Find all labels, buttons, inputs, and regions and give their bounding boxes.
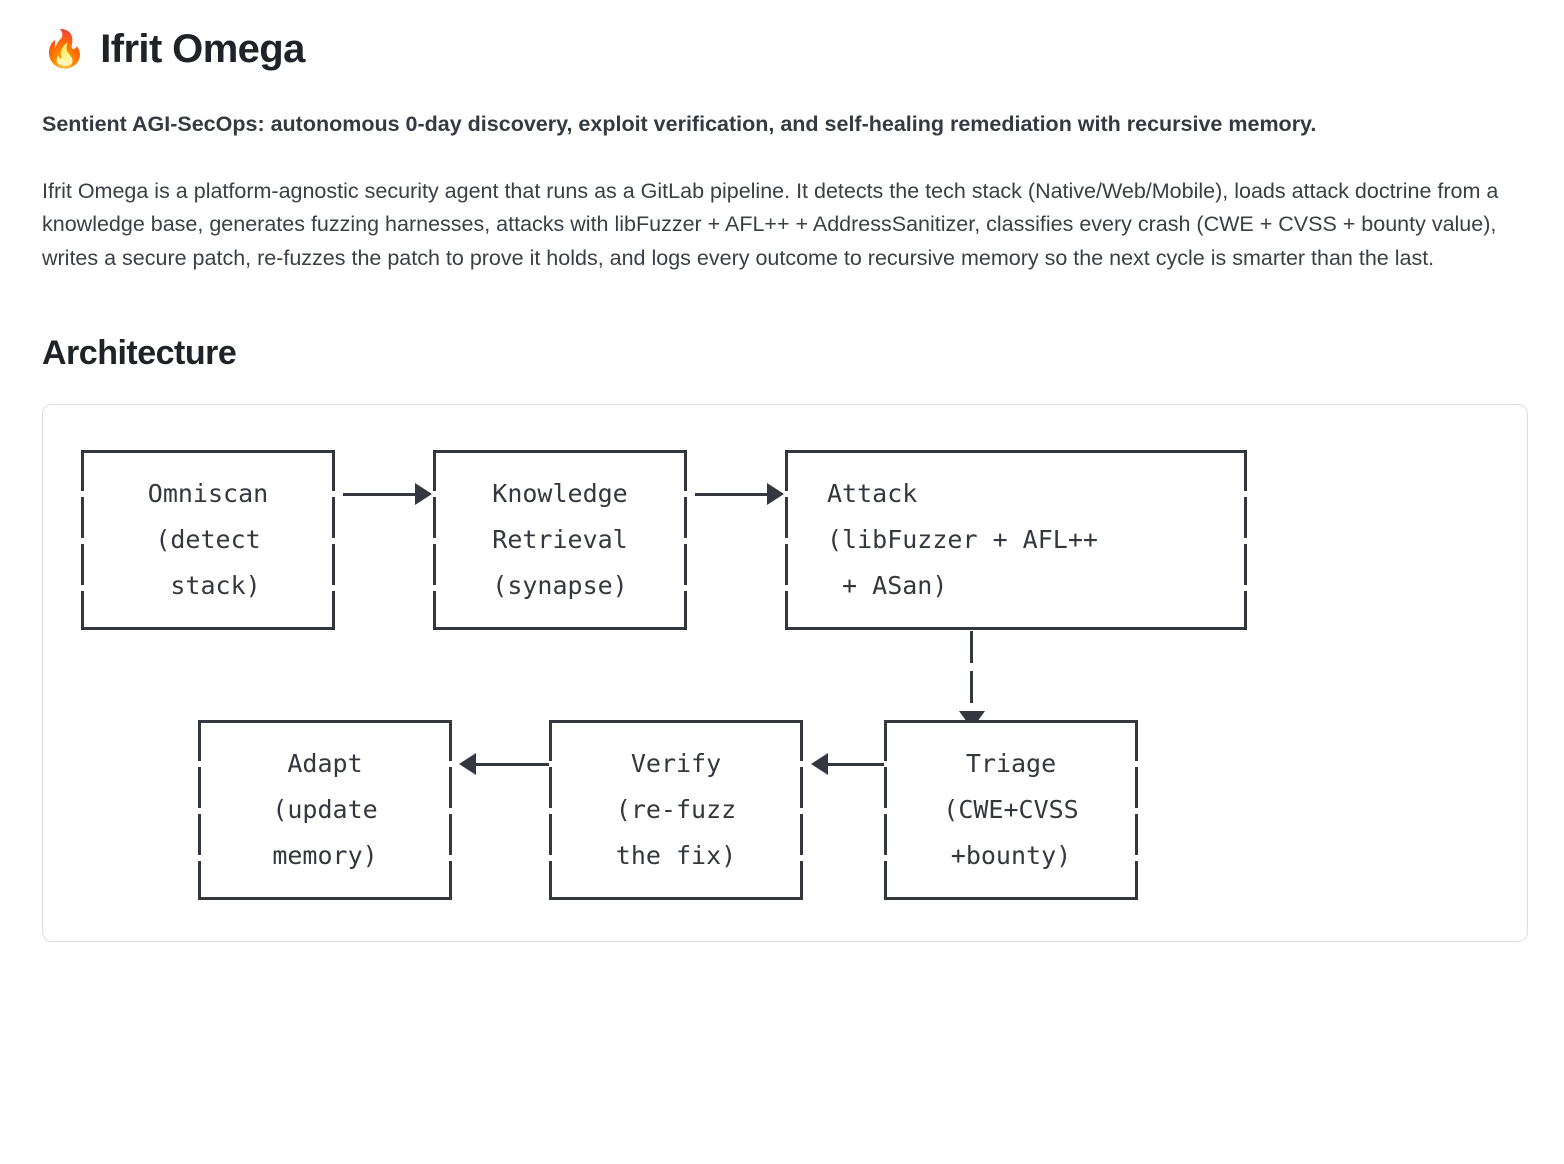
description-paragraph: Ifrit Omega is a platform-agnostic secur… xyxy=(42,178,1499,270)
node-border-top xyxy=(81,450,335,454)
node-border-bottom xyxy=(433,627,687,631)
node-border-right xyxy=(449,720,452,901)
node-border-right xyxy=(684,450,687,631)
node-label-adapt: Adapt (update memory) xyxy=(272,749,378,871)
node-omniscan: Omniscan (detect stack) xyxy=(81,450,335,631)
node-border-bottom xyxy=(198,897,452,901)
arrow-knowledge-to-attack-head xyxy=(767,483,784,506)
arrow-triage-to-verify xyxy=(827,763,885,767)
architecture-diagram-card: Omniscan (detect stack) Knowledge Retrie… xyxy=(42,404,1528,943)
arrow-triage-to-verify-head xyxy=(811,753,828,776)
node-border-top xyxy=(433,450,687,454)
node-border-right xyxy=(1135,720,1138,901)
page-title-text: Ifrit Omega xyxy=(100,27,305,71)
fire-emoji: 🔥 xyxy=(42,28,87,69)
arrow-verify-to-adapt xyxy=(475,763,549,767)
page-root: 🔥 Ifrit Omega Sentient AGI-SecOps: auton… xyxy=(42,24,1528,943)
node-border-right xyxy=(1244,450,1247,631)
node-border-top xyxy=(198,720,452,724)
node-border-top xyxy=(549,720,803,724)
page-title: 🔥 Ifrit Omega xyxy=(42,24,1528,74)
node-label-knowledge-retrieval: Knowledge Retrieval (synapse) xyxy=(492,479,628,601)
section-title-architecture: Architecture xyxy=(42,334,237,373)
node-label-attack: Attack (libFuzzer + AFL++ + ASan) xyxy=(827,479,1098,601)
node-label-omniscan: Omniscan (detect stack) xyxy=(147,479,269,601)
node-border-left xyxy=(198,720,201,901)
node-border-right xyxy=(800,720,803,901)
node-border-left xyxy=(884,720,887,901)
node-border-right xyxy=(332,450,335,631)
node-border-left xyxy=(81,450,84,631)
node-verify: Verify (re-fuzz the fix) xyxy=(549,720,803,901)
node-border-bottom xyxy=(884,897,1138,901)
tagline: Sentient AGI-SecOps: autonomous 0-day di… xyxy=(42,112,1317,136)
arrow-attack-to-triage xyxy=(970,631,973,718)
node-border-top xyxy=(884,720,1138,724)
node-triage: Triage (CWE+CVSS +bounty) xyxy=(884,720,1138,901)
node-border-left xyxy=(549,720,552,901)
node-knowledge-retrieval: Knowledge Retrieval (synapse) xyxy=(433,450,687,631)
arrow-verify-to-adapt-head xyxy=(459,753,476,776)
node-border-bottom xyxy=(785,627,1247,631)
arrow-omniscan-to-knowledge-head xyxy=(415,483,432,506)
node-border-left xyxy=(785,450,788,631)
node-border-bottom xyxy=(81,627,335,631)
node-attack: Attack (libFuzzer + AFL++ + ASan) xyxy=(785,450,1247,631)
node-adapt: Adapt (update memory) xyxy=(198,720,452,901)
node-label-verify: Verify (re-fuzz the fix) xyxy=(615,749,737,871)
node-border-left xyxy=(433,450,436,631)
architecture-diagram: Omniscan (detect stack) Knowledge Retrie… xyxy=(43,405,1527,941)
arrow-omniscan-to-knowledge xyxy=(343,493,417,497)
node-border-top xyxy=(785,450,1247,454)
node-label-triage: Triage (CWE+CVSS +bounty) xyxy=(943,749,1079,871)
arrow-knowledge-to-attack xyxy=(695,493,769,497)
node-border-bottom xyxy=(549,897,803,901)
